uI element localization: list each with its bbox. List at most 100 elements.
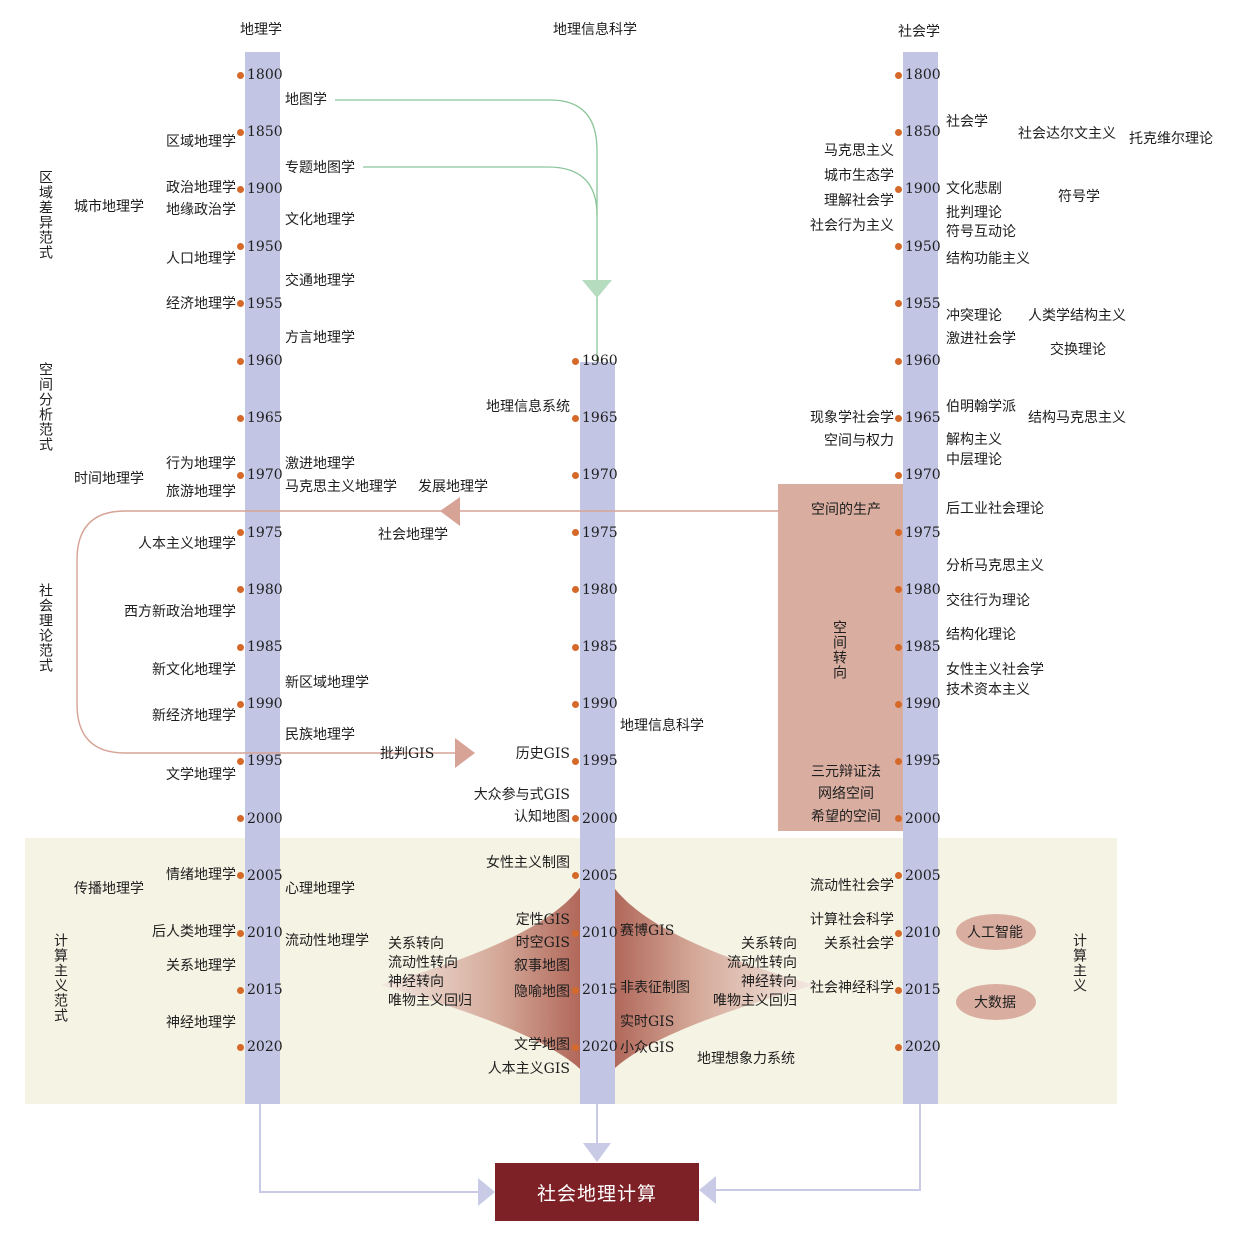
year-dot-gis-1960 [572, 357, 579, 365]
label-computational-social-science: 计算社会科学 [810, 912, 894, 928]
year-label-gis-1990: 1990 [582, 696, 618, 713]
label-structural-functionalism: 结构功能主义 [946, 251, 1030, 267]
label-structuration: 结构化理论 [946, 627, 1016, 643]
label-cultural-tragedy: 文化悲剧 [946, 181, 1002, 197]
label-social-behaviorism: 社会行为主义 [810, 218, 894, 234]
label-cyberspace: 网络空间 [818, 786, 874, 802]
fan-left [380, 848, 597, 1095]
year-label-geography-1955: 1955 [247, 295, 283, 312]
year-dot-geography-2000 [237, 815, 244, 823]
year-label-gis-1965: 1965 [582, 410, 618, 427]
year-dot-gis-2005 [572, 872, 579, 880]
year-dot-sociology-1970 [895, 471, 902, 479]
year-dot-sociology-1990 [895, 700, 902, 708]
year-label-geography-2010: 2010 [247, 925, 283, 941]
year-label-sociology-1995: 1995 [905, 753, 941, 770]
label-critical-gis: 批判GIS [380, 746, 435, 762]
label-radical-sociology: 激进社会学 [946, 331, 1016, 347]
label-mobility-sociology: 流动性社会学 [810, 878, 894, 894]
big-data-ellipse [956, 984, 1036, 1020]
label-cognitive-map: 认知地图 [514, 809, 570, 825]
label-new-political-geography: 西方新政治地理学 [124, 604, 236, 620]
label-minor-gis: 小众GIS [620, 1040, 675, 1056]
label-population-geography: 人口地理学 [166, 251, 236, 267]
year-dot-geography-1965 [237, 414, 244, 422]
turn-left-neuro: 神经转向 [388, 974, 444, 990]
turn-left-relational: 关系转向 [388, 936, 444, 952]
year-label-geography-1965: 1965 [247, 410, 283, 427]
year-label-geography-1985: 1985 [247, 639, 283, 655]
year-dot-geography-2015 [237, 986, 244, 994]
year-label-sociology-1975: 1975 [905, 524, 941, 541]
label-post-industrial: 后工业社会理论 [946, 501, 1044, 517]
year-label-gis-1960: 1960 [582, 353, 618, 369]
year-dot-geography-1995 [237, 757, 244, 765]
year-dot-sociology-1850 [895, 128, 902, 136]
flow-sociology-to-final [716, 1104, 921, 1191]
year-label-geography-2020: 2020 [247, 1039, 283, 1056]
label-emotional-geography: 情绪地理学 [166, 867, 236, 883]
year-dot-sociology-2020 [895, 1043, 902, 1051]
label-feminist-sociology: 女性主义社会学 [946, 662, 1044, 678]
year-dot-gis-1990 [572, 700, 579, 708]
label-development-geography: 发展地理学 [418, 479, 488, 495]
label-radical-geography: 激进地理学 [285, 456, 355, 472]
label-exchange-theory: 交换理论 [1050, 342, 1106, 358]
label-new-economic-geography: 新经济地理学 [152, 708, 236, 724]
label-computationalism: 计算主义 [1071, 933, 1087, 993]
year-label-sociology-1850: 1850 [905, 124, 941, 141]
year-label-geography-1975: 1975 [247, 524, 283, 541]
label-qualitative-gis: 定性GIS [515, 912, 570, 928]
timeline-bar-geography [245, 52, 280, 1104]
year-dot-gis-1965 [572, 414, 579, 422]
label-big-data: 大数据 [974, 995, 1016, 1011]
year-label-gis-2010: 2010 [582, 925, 618, 941]
year-dot-geography-1800 [237, 71, 244, 79]
label-economic-geography: 经济地理学 [166, 296, 236, 312]
year-label-gis-1985: 1985 [582, 639, 618, 655]
label-critical-theory: 批判理论 [946, 205, 1002, 221]
label-feminist-mapping: 女性主义制图 [486, 855, 570, 871]
label-humanistic-geography: 人本主义地理学 [138, 536, 236, 552]
arrow-down-final [583, 1143, 611, 1162]
year-dot-sociology-1965 [895, 414, 902, 422]
year-label-gis-2015: 2015 [582, 982, 618, 999]
label-technocapitalism: 技术资本主义 [946, 682, 1030, 698]
year-label-geography-1900: 1900 [247, 181, 283, 198]
year-dot-gis-1975 [572, 529, 579, 537]
label-new-regional-geography: 新区域地理学 [285, 675, 369, 691]
label-behavioral-geography: 行为地理学 [166, 456, 236, 472]
year-label-sociology-1970: 1970 [905, 467, 941, 484]
label-geopolitics: 地缘政治学 [166, 202, 236, 218]
year-label-sociology-2010: 2010 [905, 925, 941, 941]
year-dot-gis-2020 [572, 1043, 579, 1051]
label-social-geography: 社会地理学 [378, 527, 448, 543]
year-label-gis-1995: 1995 [582, 753, 618, 770]
year-label-gis-2020: 2020 [582, 1039, 618, 1056]
year-label-geography-1990: 1990 [247, 696, 283, 713]
label-conflict-theory: 冲突理论 [946, 308, 1002, 324]
ai-ellipse [956, 914, 1036, 950]
year-dot-sociology-2010 [895, 929, 902, 937]
label-geo-imagination: 地理想象力系统 [697, 1051, 795, 1067]
cartography-flow-line [335, 99, 598, 362]
label-tourism-geography: 旅游地理学 [166, 484, 236, 500]
year-dot-sociology-1975 [895, 529, 902, 537]
paradigm-spatial: 空间分析范式 [37, 362, 53, 452]
year-dot-sociology-2005 [895, 872, 902, 880]
arrow-right-final [699, 1176, 716, 1204]
label-deconstruction: 解构主义 [946, 432, 1002, 448]
paradigm-regional: 区域差异范式 [37, 170, 53, 260]
label-practice-gis: 实时GIS [620, 1014, 675, 1030]
year-dot-geography-2010 [237, 929, 244, 937]
year-label-sociology-2000: 2000 [905, 810, 941, 827]
year-dot-geography-2020 [237, 1043, 244, 1051]
label-social-darwinism: 社会达尔文主义 [1018, 126, 1116, 142]
year-dot-sociology-1800 [895, 71, 902, 79]
year-dot-gis-1995 [572, 757, 579, 765]
year-label-gis-1980: 1980 [582, 581, 618, 598]
year-dot-gis-2000 [572, 815, 579, 823]
label-ppgis: 大众参与式GIS [473, 787, 570, 803]
turn-right-mobility: 流动性转向 [727, 955, 797, 971]
label-gis-system: 地理信息系统 [486, 399, 570, 415]
